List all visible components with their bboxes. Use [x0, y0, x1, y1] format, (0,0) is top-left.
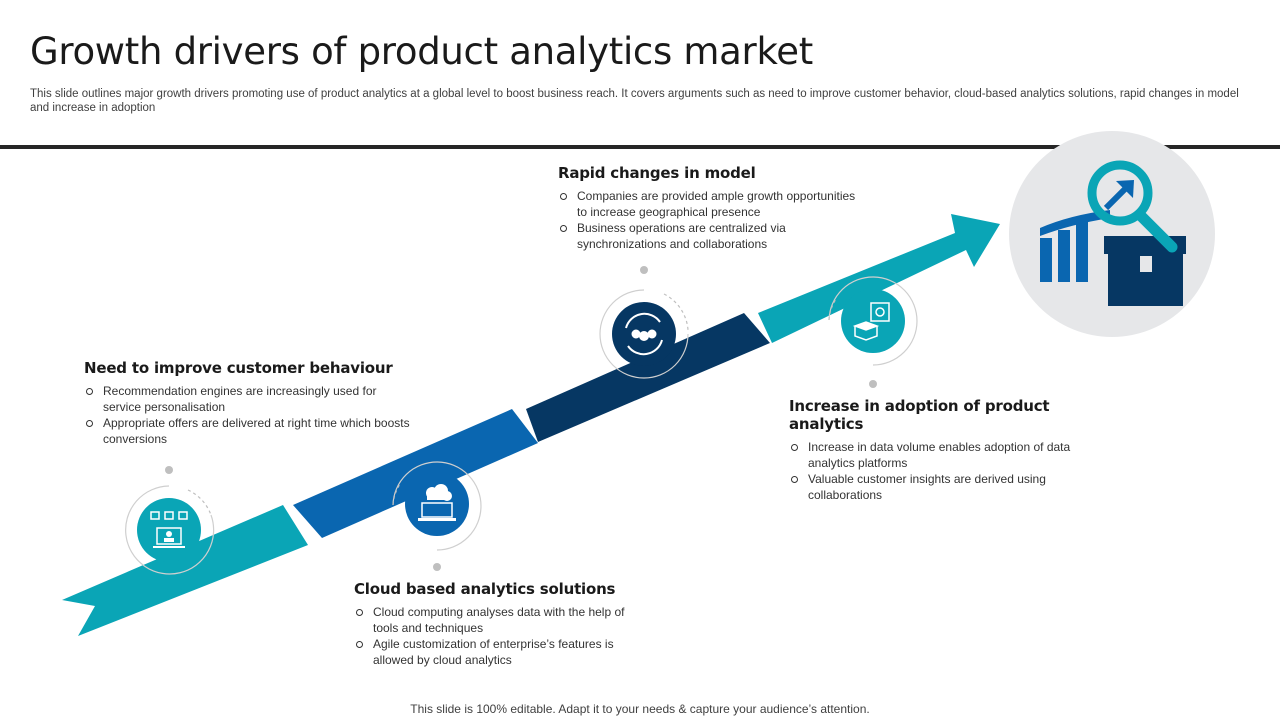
bullet-item: Agile customization of enterprise’s feat…	[354, 636, 646, 668]
bullet-item: Business operations are centralized via …	[558, 220, 860, 252]
page-subtitle: This slide outlines major growth drivers…	[30, 88, 1239, 114]
driver-title-1: Need to improve customer behaviour	[84, 359, 393, 377]
bullet-item: Valuable customer insights are derived u…	[789, 471, 1109, 503]
driver-node-1	[125, 466, 215, 575]
driver-bullets-4: Increase in data volume enables adoption…	[789, 439, 1109, 503]
header-divider	[0, 145, 1280, 149]
bullet-item: Companies are provided ample growth oppo…	[558, 188, 860, 220]
cloud-laptop-icon	[418, 484, 456, 521]
driver-node-2	[392, 461, 482, 571]
arrow-segment-2	[293, 409, 538, 538]
driver-title-4: Increase in adoption of product analytic…	[789, 397, 1050, 433]
page-title: Growth drivers of product analytics mark…	[30, 30, 813, 73]
driver-block-4: Increase in adoption of product analytic…	[789, 397, 1109, 503]
arrow-segment-4	[758, 214, 1000, 343]
driver-title-3: Rapid changes in model	[558, 164, 756, 182]
driver-title-2: Cloud based analytics solutions	[354, 580, 616, 598]
arrow-segment-1	[62, 505, 308, 636]
driver-block-2: Cloud based analytics solutions Cloud co…	[354, 580, 646, 668]
driver-bullets-2: Cloud computing analyses data with the h…	[354, 604, 646, 668]
product-box-icon	[852, 302, 890, 341]
footer-note: This slide is 100% editable. Adapt it to…	[410, 702, 870, 716]
driver-node-3	[599, 266, 689, 379]
sync-people-icon	[625, 312, 663, 356]
driver-bullets-3: Companies are provided ample growth oppo…	[558, 188, 860, 252]
driver-node-4	[828, 276, 918, 388]
driver-bullets-1: Recommendation engines are increasingly …	[84, 383, 414, 447]
bullet-item: Appropriate offers are delivered at righ…	[84, 415, 414, 447]
bullet-item: Cloud computing analyses data with the h…	[354, 604, 646, 636]
analytics-magnifier-box-icon	[1040, 160, 1186, 306]
bullet-item: Increase in data volume enables adoption…	[789, 439, 1109, 471]
driver-block-1: Need to improve customer behaviour Recom…	[84, 359, 414, 447]
driver-block-3: Rapid changes in model Companies are pro…	[558, 164, 860, 252]
bullet-item: Recommendation engines are increasingly …	[84, 383, 414, 415]
screen-network-icon	[150, 511, 188, 548]
